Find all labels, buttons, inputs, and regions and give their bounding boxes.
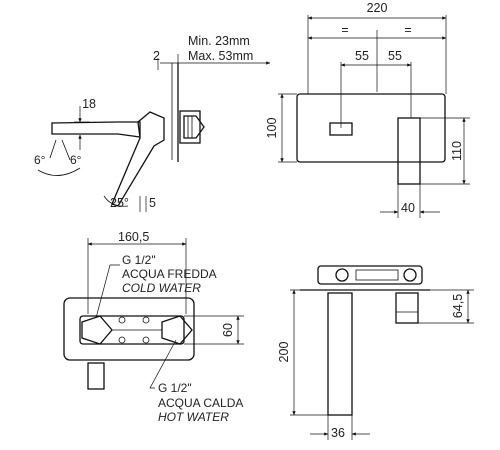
top-spout <box>327 292 353 416</box>
plate-thickness-dim: 2 <box>153 49 160 63</box>
top-lever <box>395 292 419 324</box>
lever-angle-dim: 25° <box>110 196 129 210</box>
top-cold-connector <box>335 268 349 282</box>
total-width-dim: 220 <box>367 1 388 15</box>
top-view: 200 36 64,5 <box>277 265 474 440</box>
front-elevation-view: 220 = = 55 55 100 110 40 <box>265 1 470 218</box>
equal-right-dim: = <box>404 23 411 37</box>
front-lever-body <box>397 117 421 185</box>
half-offset-right-dim: 55 <box>388 49 402 63</box>
plan-width-dim: 160,5 <box>118 230 149 244</box>
top-hot-connector <box>403 268 417 282</box>
hot-it-label: ACQUA CALDA <box>158 396 243 410</box>
plan-spout <box>87 362 105 390</box>
equal-left-dim: = <box>341 23 348 37</box>
front-plate <box>296 93 446 163</box>
cold-it-label: ACQUA FREDDA <box>122 267 217 281</box>
plan-view: 160,5 60 G 1/2" ACQUA FREDDA COLD WATER … <box>63 230 244 424</box>
wall-max-dim: Max. 53mm <box>188 49 253 63</box>
lever-angle-arc <box>103 195 129 207</box>
side-offset-dim: 64,5 <box>451 294 465 318</box>
cold-thread-label: G 1/2" <box>122 253 156 267</box>
hot-en-label: HOT WATER <box>158 410 229 424</box>
plan-height-dim: 60 <box>221 323 235 337</box>
plan-hot-inlet <box>161 315 193 345</box>
wall-min-dim: Min. 23mm <box>188 34 250 48</box>
side-lever <box>111 111 165 207</box>
spout-projection-dim: 200 <box>277 342 291 363</box>
hot-flow-symbol: 6° <box>34 153 46 167</box>
hot-thread-label: G 1/2" <box>158 381 192 395</box>
top-body <box>317 265 423 285</box>
spout-width-dim: 36 <box>331 426 345 440</box>
side-valve-body <box>179 110 201 144</box>
body-height-dim: 110 <box>450 141 464 161</box>
cold-flow-symbol: 6° <box>70 153 82 167</box>
plate-height-dim: 100 <box>265 118 279 139</box>
half-offset-left-dim: 55 <box>355 49 369 63</box>
plan-cold-inlet <box>81 315 113 345</box>
cold-en-label: COLD WATER <box>122 281 201 295</box>
side-spout <box>51 121 141 138</box>
side-valve-cartridge <box>183 115 205 139</box>
plan-body <box>79 315 185 345</box>
spout-height-dim: 18 <box>82 97 96 111</box>
plan-plate <box>63 297 195 361</box>
side-section-view: 2 Min. 23mm Max. 53mm 18 6° 6° 25° 5 <box>34 34 271 212</box>
body-depth-dim: 40 <box>401 201 415 215</box>
lever-offset-dim: 5 <box>149 196 156 210</box>
water-flow-icon: 6° 6° <box>34 139 82 176</box>
